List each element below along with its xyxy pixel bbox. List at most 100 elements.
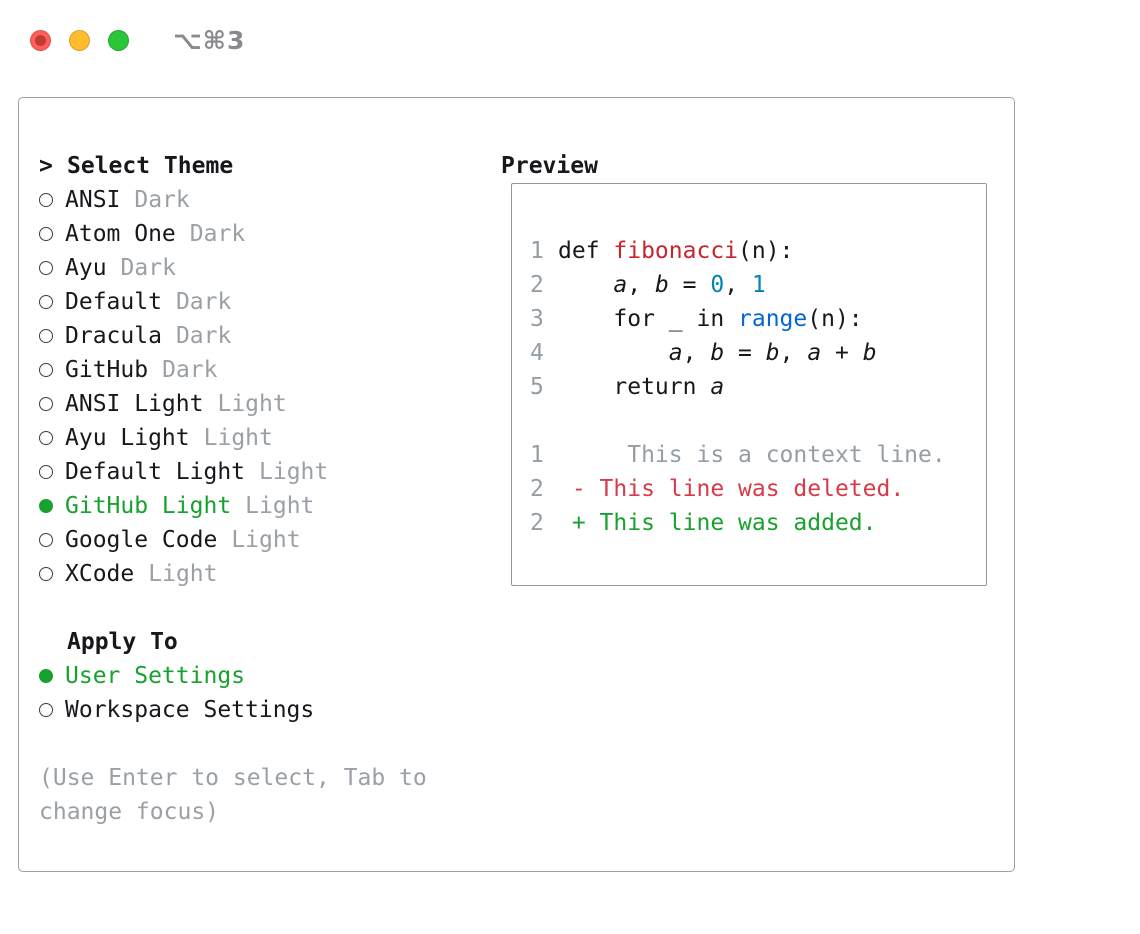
radio-icon xyxy=(39,465,53,479)
apply-to-title: Apply To xyxy=(67,629,178,655)
line-number: 3 xyxy=(530,306,544,332)
option-variant-label: Light xyxy=(259,459,329,485)
apply-option-user-settings[interactable]: User Settings xyxy=(39,659,469,693)
code-segment: for _ in xyxy=(558,306,739,332)
option-label: ANSI Light xyxy=(65,391,204,417)
code-line: 2 + This line was added. xyxy=(530,506,976,540)
radio-icon xyxy=(39,533,53,547)
code-line: 2 - This line was deleted. xyxy=(530,472,976,506)
radio-icon xyxy=(39,261,53,275)
code-segment: range xyxy=(738,306,808,332)
help-text: (Use Enter to select, Tab to change focu… xyxy=(39,765,427,825)
radio-icon xyxy=(39,329,53,343)
radio-icon xyxy=(39,567,53,581)
code-segment: , xyxy=(724,272,752,298)
line-number: 2 xyxy=(530,510,544,536)
radio-icon xyxy=(39,295,53,309)
radio-icon xyxy=(39,227,53,241)
theme-option-ansi[interactable]: ANSI Dark xyxy=(39,183,469,217)
option-label: Default xyxy=(65,289,162,315)
code-segment xyxy=(558,340,669,366)
radio-icon xyxy=(39,397,53,411)
theme-option-default-light[interactable]: Default Light Light xyxy=(39,455,469,489)
option-variant-label: Dark xyxy=(162,357,218,383)
option-label: Dracula xyxy=(65,323,162,349)
option-variant-label: Dark xyxy=(175,323,232,349)
radio-selected-icon xyxy=(39,499,53,513)
option-variant-label: Dark xyxy=(134,187,190,213)
code-line: 4 a, b = b, a + b xyxy=(530,336,976,370)
theme-option-google-code[interactable]: Google Code Light xyxy=(39,523,469,557)
code-segment: + xyxy=(821,340,863,366)
theme-option-xcode[interactable]: XCode Light xyxy=(39,557,469,591)
theme-picker-title: Select Theme xyxy=(67,153,234,179)
theme-option-github[interactable]: GitHub Dark xyxy=(39,353,469,387)
option-label: Workspace Settings xyxy=(65,697,315,723)
option-variant-label: Light xyxy=(203,425,273,451)
maximize-button[interactable] xyxy=(108,30,129,51)
line-number: 5 xyxy=(530,374,544,400)
code-segment: fibonacci xyxy=(613,238,739,264)
code-line: 3 for _ in range(n): xyxy=(530,302,976,336)
apply-option-workspace-settings[interactable]: Workspace Settings xyxy=(39,693,469,727)
theme-option-dracula[interactable]: Dracula Dark xyxy=(39,319,469,353)
code-line: 1 This is a context line. xyxy=(530,438,976,472)
code-segment xyxy=(558,272,613,298)
code-segment: a xyxy=(668,340,683,366)
option-label: GitHub xyxy=(65,357,149,383)
option-variant-label: Dark xyxy=(189,221,246,247)
code-segment: = xyxy=(668,272,711,298)
keyboard-shortcut-label: ⌥⌘3 xyxy=(173,26,246,55)
code-segment: b xyxy=(765,340,780,366)
apply-to-header: Apply To xyxy=(39,625,469,659)
preview-title: Preview xyxy=(501,153,598,179)
radio-selected-icon xyxy=(39,669,53,683)
line-number: 2 xyxy=(530,272,544,298)
code-segment: = xyxy=(724,340,766,366)
option-label: Default Light xyxy=(65,459,246,485)
code-segment: 0 xyxy=(710,272,725,298)
code-segment: - This line was deleted. xyxy=(558,476,905,502)
theme-picker-header: > Select Theme xyxy=(39,149,469,183)
code-segment: b xyxy=(710,340,725,366)
radio-icon xyxy=(39,431,53,445)
code-segment: b xyxy=(862,340,877,366)
minimize-button[interactable] xyxy=(69,30,90,51)
code-segment: a xyxy=(807,340,822,366)
code-segment: return xyxy=(558,374,711,400)
option-variant-label: Light xyxy=(231,527,301,553)
option-label: ANSI xyxy=(65,187,121,213)
code-segment: , xyxy=(779,340,808,366)
line-number: 1 xyxy=(530,238,544,264)
code-segment: This is a context line. xyxy=(558,442,946,468)
code-segment: + This line was added. xyxy=(558,510,877,536)
code-segment: , xyxy=(627,272,655,298)
option-variant-label: Light xyxy=(148,561,218,587)
option-label: Google Code xyxy=(65,527,218,553)
option-label: Ayu xyxy=(65,255,107,281)
code-segment: a xyxy=(613,272,628,298)
preview-header: Preview xyxy=(501,149,987,183)
code-line xyxy=(530,404,976,438)
code-segment: (n): xyxy=(738,238,794,264)
code-segment: b xyxy=(654,272,669,298)
option-label: XCode xyxy=(65,561,135,587)
code-segment: a xyxy=(710,374,725,400)
option-variant-label: Light xyxy=(245,493,315,519)
radio-icon xyxy=(39,193,53,207)
close-button[interactable] xyxy=(30,30,51,51)
